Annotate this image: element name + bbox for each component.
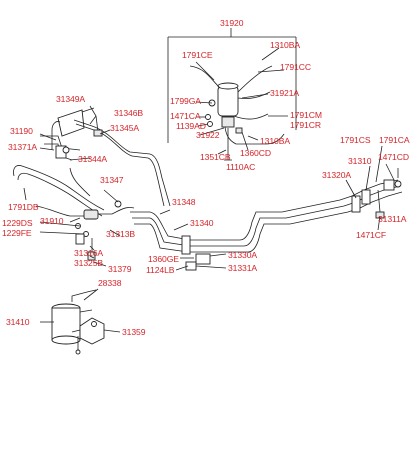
label-31348: 31348 [172,197,196,207]
fuel-filter [51,289,105,355]
label-28338: 28338 [98,278,122,288]
label-1791CA-right: 1791CA [379,135,410,145]
label-1471CA-top: 1471CA [170,111,201,121]
label-1791CE: 1791CE [182,50,213,60]
label-1110AC: 1110AC [226,162,255,172]
main-fuel-lines [130,179,403,271]
label-31410: 31410 [6,317,30,327]
label-1471CD: 1471CD [378,152,409,162]
label-31311A: 31311A [378,214,407,224]
label-31349A: 31349A [56,94,85,104]
label-31347: 31347 [100,175,124,185]
label-1791CM: 1791CM [290,110,322,120]
label-1360CD: 1360CD [240,148,271,158]
label-1139AD: 1139AD [176,121,206,131]
label-31920: 31920 [220,18,244,28]
label-1351CB: 1351CB [200,152,231,162]
label-31922: 31922 [196,130,220,140]
label-1791DB: 1791DB [8,202,39,212]
label-31330A: 31330A [228,250,257,260]
label-1799GA: 1799GA [170,96,201,106]
label-31359: 31359 [122,327,146,337]
label-31346B: 31346B [114,108,143,118]
label-1791CR: 1791CR [290,120,321,130]
label-31325B: 31325B [74,258,103,268]
label-31331A: 31331A [228,263,257,273]
label-31190: 31190 [10,126,33,136]
label-31313B: 31313B [106,229,135,239]
label-1791CC: 1791CC [280,62,311,72]
label-1310BA-top: 1310BA [270,40,300,50]
label-1229FE: 1229FE [2,228,32,238]
label-31320A: 31320A [322,170,351,180]
label-31910: 31910 [40,216,64,226]
canister-assembly [167,28,297,161]
label-31310: 31310 [348,156,372,166]
callout-labels: 31920 1791CE 1310BA 1791CC 31921A 1799GA… [2,18,410,337]
label-1471CF: 1471CF [356,230,386,240]
label-31345A: 31345A [110,123,139,133]
label-31316A: 31316A [74,248,103,258]
label-1310BA-mid: 1310BA [260,136,290,146]
label-31921A: 31921A [270,88,299,98]
label-1791CS: 1791CS [340,135,371,145]
leader-lines [23,47,399,333]
label-31379: 31379 [108,264,132,274]
label-1124LB: 1124LB [146,265,175,275]
hose-loop [13,165,135,261]
label-31371A: 31371A [8,142,37,152]
label-31340: 31340 [190,218,214,228]
label-1229DS: 1229DS [2,218,33,228]
vent-pipe-group [40,105,171,207]
label-31344A: 31344A [78,154,107,164]
label-1360GE: 1360GE [148,254,179,264]
